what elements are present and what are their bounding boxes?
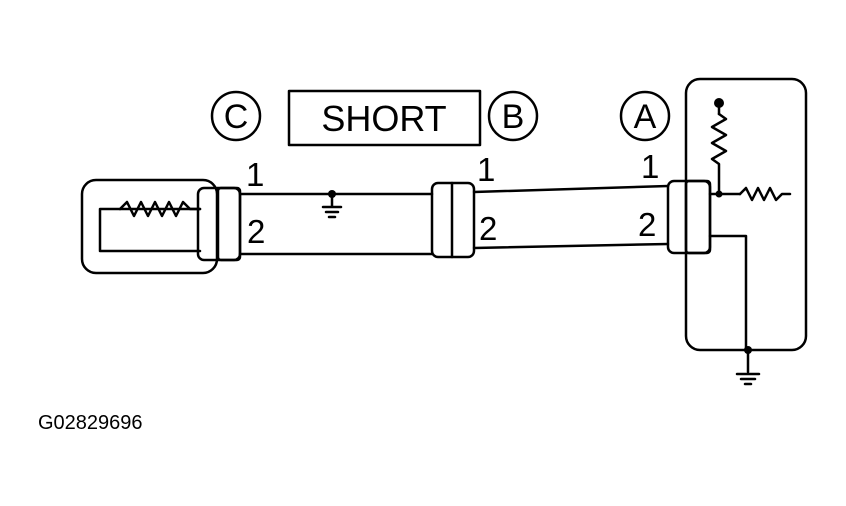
short-label-box <box>287 89 482 147</box>
ecu-ground-line <box>708 234 748 352</box>
wire-2-b-a <box>472 242 670 250</box>
connector-b-circle <box>487 90 539 142</box>
ecu-supply-terminal-dot <box>714 98 724 108</box>
ecu-pullup-resistor <box>710 112 728 196</box>
ecu-signal-junction-dot <box>715 190 723 198</box>
connector-a-pin-2: 2 <box>638 206 656 243</box>
connector-b-pin-1: 1 <box>477 151 495 188</box>
ecu-signal-resistor <box>738 186 792 202</box>
connector-b-pin-2: 2 <box>479 210 497 247</box>
connector-a-inner <box>684 179 712 255</box>
figure-code: G02829696 <box>38 412 143 434</box>
left-sensor-loop-wire <box>98 207 202 253</box>
left-sensor-resistor <box>118 200 202 218</box>
connector-b-label: B <box>502 98 525 136</box>
connector-a-pin-1: 1 <box>641 148 659 185</box>
connector-c-pin-2: 2 <box>247 213 265 250</box>
connector-c-circle <box>210 90 262 142</box>
connector-a-outer <box>666 179 712 255</box>
short-label: SHORT <box>321 98 446 139</box>
connector-c-pin-1: 1 <box>246 156 264 193</box>
ecu-ground-junction-dot <box>744 346 752 354</box>
connector-a-circle <box>619 90 671 142</box>
connector-c-inner <box>216 186 242 262</box>
connector-a-label: A <box>634 98 657 136</box>
connector-c-label: C <box>224 98 249 136</box>
short-terminal-dot <box>328 190 336 198</box>
wire-1-b-a <box>472 184 670 194</box>
